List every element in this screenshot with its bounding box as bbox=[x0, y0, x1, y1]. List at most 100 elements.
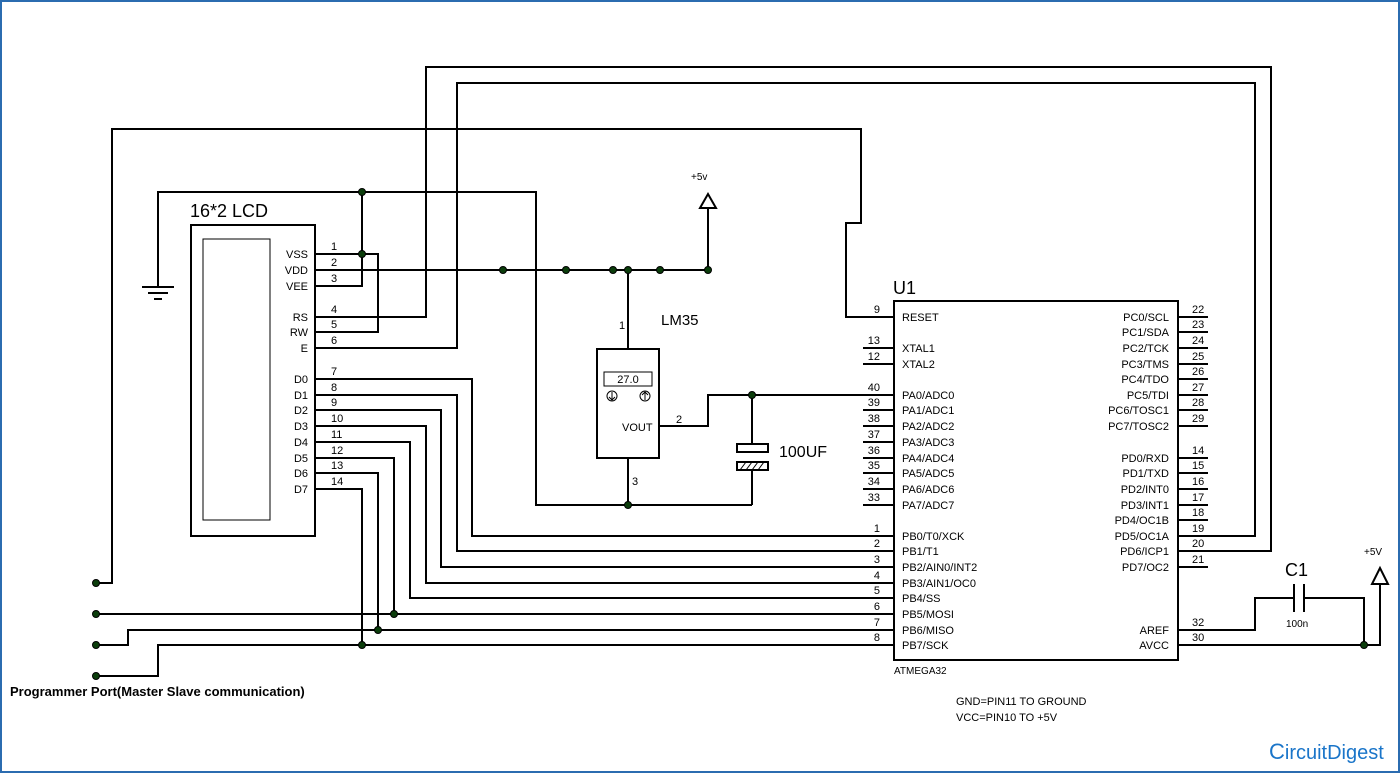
lcd-pin-number: 10 bbox=[331, 413, 343, 425]
lcd-title: 16*2 LCD bbox=[190, 201, 268, 221]
mcu-pin-name: PC0/SCL bbox=[1123, 312, 1169, 324]
mcu-pin-number: 38 bbox=[868, 413, 880, 425]
lm35-body bbox=[596, 348, 660, 459]
mcu-body bbox=[893, 300, 1179, 661]
lcd-pin-name: RW bbox=[290, 327, 309, 339]
mcu-pin-name: PC2/TCK bbox=[1123, 343, 1170, 355]
mcu-pin-number: 32 bbox=[1192, 617, 1204, 629]
mcu-pin-name: PD7/OC2 bbox=[1122, 562, 1169, 574]
mcu-pin-name: PB2/AIN0/INT2 bbox=[902, 562, 977, 574]
mcu-pin-number: 30 bbox=[1192, 632, 1204, 644]
mcu-pin-name: AREF bbox=[1140, 625, 1170, 637]
mcu-pin-number: 4 bbox=[874, 570, 880, 582]
mcu-pin-name: XTAL2 bbox=[902, 359, 935, 371]
lcd-pin-name: VDD bbox=[285, 265, 308, 277]
mcu-pin-name: PB0/T0/XCK bbox=[902, 531, 965, 543]
capacitor-c1: C1 100n +5V bbox=[1185, 547, 1390, 646]
mcu-pin-name: PC5/TDI bbox=[1127, 390, 1169, 402]
lcd-pin-number: 2 bbox=[331, 257, 337, 269]
mcu-pin-name: PC1/SDA bbox=[1122, 327, 1170, 339]
mcu-pin-name: PB3/AIN1/OC0 bbox=[902, 578, 976, 590]
capacitor-100uf-label: 100UF bbox=[779, 444, 827, 461]
mcu-pin-name: PA2/ADC2 bbox=[902, 421, 954, 433]
c1-value: 100n bbox=[1286, 619, 1308, 630]
mcu-pin-name: PC4/TDO bbox=[1121, 374, 1169, 386]
junction-dots bbox=[92, 188, 1368, 680]
lcd-pin-number: 3 bbox=[331, 273, 337, 285]
lcd-pin-number: 6 bbox=[331, 335, 337, 347]
lcd-pin-number: 7 bbox=[331, 366, 337, 378]
ground-symbol bbox=[142, 191, 362, 300]
lcd-wiring bbox=[96, 66, 1272, 677]
lm35-pin1: 1 bbox=[619, 320, 625, 332]
mcu-pin-number: 17 bbox=[1192, 492, 1204, 504]
mcu-pin-name: XTAL1 bbox=[902, 343, 935, 355]
mcu-pin-name: PA6/ADC6 bbox=[902, 484, 954, 496]
mcu-pin-name: PA4/ADC4 bbox=[902, 453, 954, 465]
svg-text:CircuitDigest: CircuitDigest bbox=[1269, 739, 1384, 764]
lcd-pin-number: 5 bbox=[331, 319, 337, 331]
mcu-pin-number: 5 bbox=[874, 585, 880, 597]
mcu-pin-name: PA7/ADC7 bbox=[902, 500, 954, 512]
lcd-pin-name: D2 bbox=[294, 405, 308, 417]
mcu-pin-number: 35 bbox=[868, 460, 880, 472]
mcu-pin-number: 19 bbox=[1192, 523, 1204, 535]
power-right-label: +5V bbox=[1364, 547, 1382, 558]
mcu-pin-number: 34 bbox=[868, 476, 880, 488]
mcu-pin-number: 29 bbox=[1192, 413, 1204, 425]
mcu-pin-number: 6 bbox=[874, 601, 880, 613]
mcu-pin-name: PB6/MISO bbox=[902, 625, 954, 637]
lcd-pin-number: 12 bbox=[331, 445, 343, 457]
lcd-pin-number: 14 bbox=[331, 476, 343, 488]
mcu-pin-name: PD6/ICP1 bbox=[1120, 546, 1169, 558]
lcd-pin-name: D5 bbox=[294, 453, 308, 465]
mcu-pin-number: 37 bbox=[868, 429, 880, 441]
lcd-pin-name: VEE bbox=[286, 281, 308, 293]
note-gnd: GND=PIN11 TO GROUND bbox=[956, 696, 1087, 708]
lcd-pin-name: VSS bbox=[286, 249, 308, 261]
mcu-pin-name: PD1/TXD bbox=[1123, 468, 1170, 480]
mcu-pin-number: 23 bbox=[1192, 319, 1204, 331]
mcu-part: ATMEGA32 bbox=[894, 666, 947, 677]
lcd-pin-number: 8 bbox=[331, 382, 337, 394]
mcu-pin-name: PA5/ADC5 bbox=[902, 468, 954, 480]
mcu-pin-number: 39 bbox=[868, 397, 880, 409]
lcd-pin-name: D1 bbox=[294, 390, 308, 402]
brand-prefix: C bbox=[1269, 739, 1285, 764]
programmer-port-pin bbox=[92, 610, 100, 618]
programmer-port-pin bbox=[92, 579, 100, 587]
mcu-pin-name: PB7/SCK bbox=[902, 640, 949, 652]
programmer-port-pin bbox=[92, 672, 100, 680]
mcu-pin-name: PD3/INT1 bbox=[1121, 500, 1169, 512]
mcu-pin-number: 15 bbox=[1192, 460, 1204, 472]
mcu-pin-number: 21 bbox=[1192, 554, 1204, 566]
mcu-left-pins: RESET9XTAL113XTAL212PA0/ADC040PA1/ADC139… bbox=[863, 304, 977, 652]
mcu-ref: U1 bbox=[893, 278, 916, 298]
mcu-pin-name: PD0/RXD bbox=[1121, 453, 1169, 465]
mcu-pin-name: PD2/INT0 bbox=[1121, 484, 1169, 496]
programmer-port-pin bbox=[92, 641, 100, 649]
lcd-pin-name: D7 bbox=[294, 484, 308, 496]
mcu-pin-number: 24 bbox=[1192, 335, 1204, 347]
mcu-pin-number: 9 bbox=[874, 304, 880, 316]
mcu-pin-name: PB1/T1 bbox=[902, 546, 939, 558]
mcu-pin-name: RESET bbox=[902, 312, 939, 324]
mcu-pin-name: PB5/MOSI bbox=[902, 609, 954, 621]
mcu-pin-number: 12 bbox=[868, 351, 880, 363]
mcu-pin-number: 28 bbox=[1192, 397, 1204, 409]
mcu-pin-name: PD4/OC1B bbox=[1115, 515, 1169, 527]
mcu-pin-number: 25 bbox=[1192, 351, 1204, 363]
mcu-pin-number: 16 bbox=[1192, 476, 1204, 488]
programmer-port-label: Programmer Port(Master Slave communicati… bbox=[10, 684, 305, 699]
mcu-pin-name: PC7/TOSC2 bbox=[1108, 421, 1169, 433]
lcd-pin-number: 11 bbox=[331, 429, 342, 441]
lcd-pin-number: 4 bbox=[331, 304, 337, 316]
lm35-title: LM35 bbox=[661, 312, 699, 329]
mcu-right-pins: PC0/SCL22PC1/SDA23PC2/TCK24PC3/TMS25PC4/… bbox=[1108, 304, 1208, 652]
c1-ref: C1 bbox=[1285, 560, 1308, 580]
mcu-pin-number: 3 bbox=[874, 554, 880, 566]
power-5v-top: +5v bbox=[691, 172, 718, 270]
lcd-pin-number: 13 bbox=[331, 460, 343, 472]
mcu-pin-name: PC6/TOSC1 bbox=[1108, 405, 1169, 417]
